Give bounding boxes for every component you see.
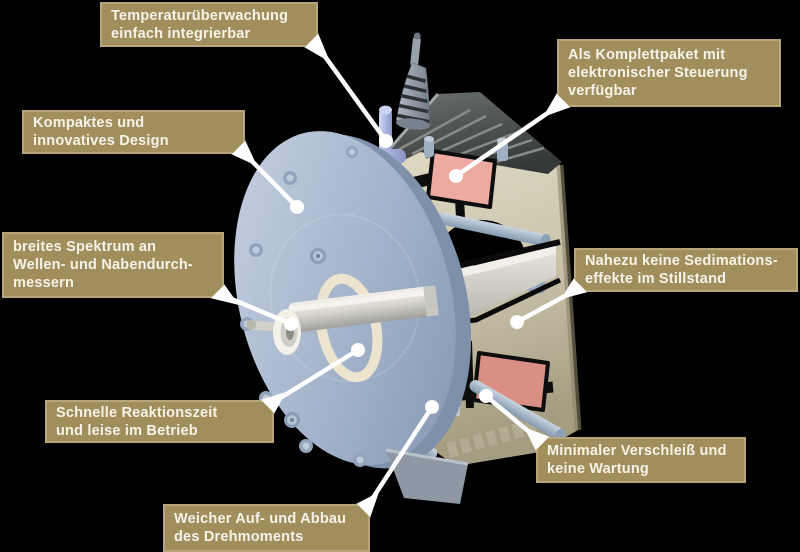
cable-connector xyxy=(395,32,431,130)
callout-text: Schnelle Reaktionszeit und leise im Betr… xyxy=(56,404,218,439)
leader-dots xyxy=(284,134,524,414)
bottom-bracket xyxy=(385,448,469,504)
callout-shaft-hub-diameters: breites Spektrum an Wellen- und Nabendur… xyxy=(2,232,224,298)
connector-pin xyxy=(410,36,421,67)
callout-text: breites Spektrum an Wellen- und Nabendur… xyxy=(13,239,193,291)
bolt-heads-upper xyxy=(424,136,508,161)
callout-compact-design: Kompaktes und innovatives Design xyxy=(22,110,245,154)
callout-text: Kompaktes und innovatives Design xyxy=(33,115,169,149)
callout-soft-torque: Weicher Auf- und Abbau des Drehmoments xyxy=(163,504,370,552)
callout-fast-reaction: Schnelle Reaktionszeit und leise im Betr… xyxy=(45,400,274,443)
bottom-ribs xyxy=(446,417,537,458)
callout-minimal-wear: Minimaler Verschleiß und keine Wartung xyxy=(536,437,746,483)
callout-temperature-monitoring: Temperaturüberwachung einfach integrierb… xyxy=(100,2,318,47)
callout-text: Temperaturüberwachung einfach integrierb… xyxy=(111,7,289,42)
callout-no-sedimentation: Nahezu keine Sedimations- effekte im Sti… xyxy=(574,248,798,292)
leader-wedges xyxy=(210,33,588,518)
callout-complete-package: Als Komplettpaket mit elektronischer Ste… xyxy=(557,39,781,107)
callout-text: Minimaler Verschleiß und keine Wartung xyxy=(547,443,727,477)
callout-text: Weicher Auf- und Abbau des Drehmoments xyxy=(174,511,347,545)
callout-text: Als Komplettpaket mit elektronischer Ste… xyxy=(568,47,748,99)
callout-text: Nahezu keine Sedimations- effekte im Sti… xyxy=(585,253,778,287)
